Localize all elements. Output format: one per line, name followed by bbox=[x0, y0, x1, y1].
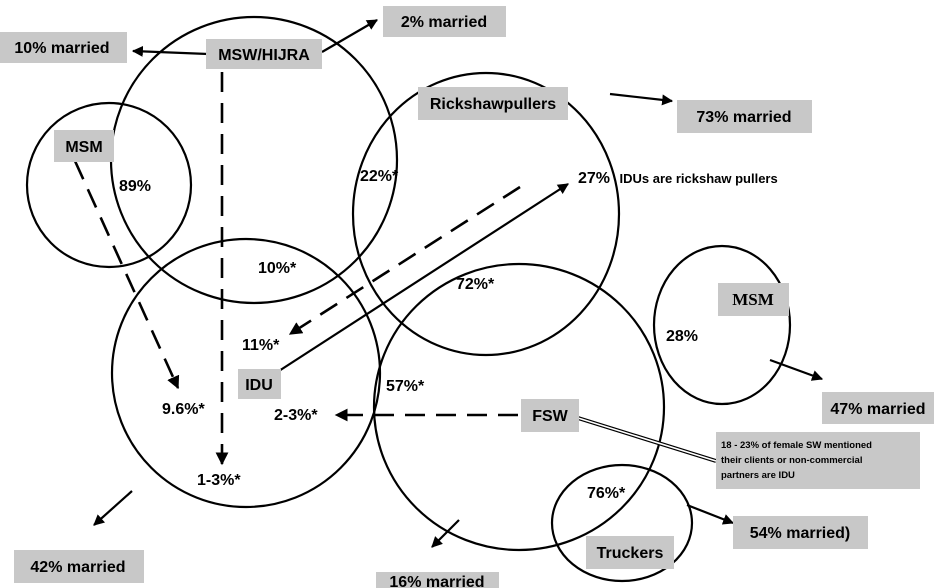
idu-to-rickshaw-note: 27% IDUs are rickshaw pullers bbox=[578, 170, 778, 187]
msm-right-label: MSM bbox=[732, 290, 774, 309]
idu-42-married-box bbox=[14, 550, 144, 583]
msw-10-married-label: 10% married bbox=[14, 40, 109, 57]
overlap-fsw-msm: 28% bbox=[666, 328, 698, 345]
msm-right-box bbox=[718, 283, 789, 316]
msm-right-circle bbox=[652, 244, 792, 406]
idu-to-rickshaw-value: 27% bbox=[578, 170, 610, 187]
arrow-msm-right-to-47-married bbox=[769, 358, 824, 381]
arrow-msw-to-2-married bbox=[321, 19, 378, 53]
idu-circle bbox=[110, 237, 382, 509]
truckers-54-married-label: 54% married) bbox=[750, 525, 851, 542]
truckers-box bbox=[586, 536, 674, 569]
dashed-arrow-msm-to-idu bbox=[73, 160, 180, 390]
msm-left-box bbox=[54, 130, 114, 162]
dashed-arrow-rickshaw-to-idu bbox=[288, 185, 521, 336]
idu-to-rickshaw-text: IDUs are rickshaw pullers bbox=[619, 171, 777, 186]
msw-to-idu-value: 1-3%* bbox=[197, 472, 241, 489]
msm-to-idu-value: 9.6%* bbox=[162, 401, 205, 418]
fsw-to-idu-value: 2-3%* bbox=[274, 407, 318, 424]
msw-10-married-box bbox=[0, 32, 127, 63]
overlap-msm-msw: 89% bbox=[119, 178, 151, 195]
arrow-msw-to-10-married bbox=[131, 45, 209, 57]
idu-42-married-label: 42% married bbox=[30, 559, 125, 576]
fsw-note-line-1: 18 - 23% of female SW mentioned bbox=[721, 440, 872, 451]
msw-2-married-box bbox=[383, 6, 506, 37]
fsw-16-married-label: 16% married bbox=[389, 574, 484, 588]
arrow-idu-to-42-married bbox=[93, 490, 133, 526]
idu-label: IDU bbox=[245, 377, 273, 394]
arrow-truckers-to-54-married bbox=[686, 503, 735, 525]
truckers-label: Truckers bbox=[597, 545, 664, 562]
arrow-rickshaw-to-73-married bbox=[609, 92, 674, 106]
arrow-fsw-to-16-married bbox=[431, 519, 460, 548]
overlap-rickshaw-fsw: 72%* bbox=[456, 276, 495, 293]
overlap-idu-fsw: 57%* bbox=[386, 378, 425, 395]
truckers-54-married-box bbox=[733, 516, 868, 549]
msm-47-married-label: 47% married bbox=[830, 401, 925, 418]
overlap-fsw-truckers: 76%* bbox=[587, 485, 626, 502]
fsw-note-line-2: their clients or non-commercial bbox=[721, 455, 862, 466]
rickshawpullers-circle bbox=[351, 71, 621, 357]
msw-hijra-box bbox=[206, 39, 322, 69]
fsw-note-box bbox=[716, 432, 920, 489]
fsw-circle bbox=[372, 262, 666, 552]
rickshaw-to-idu-value: 11%* bbox=[242, 337, 280, 354]
rickshaw-73-married-box bbox=[677, 100, 812, 133]
overlap-msw-idu: 10%* bbox=[258, 260, 297, 277]
fsw-box bbox=[521, 399, 579, 432]
msm-left-label: MSM bbox=[65, 139, 102, 156]
idu-box bbox=[238, 369, 281, 399]
rickshaw-73-married-label: 73% married bbox=[696, 109, 791, 126]
rickshawpullers-label: Rickshawpullers bbox=[430, 96, 556, 113]
fsw-label: FSW bbox=[532, 408, 568, 425]
msw-2-married-label: 2% married bbox=[401, 14, 487, 31]
truckers-circle bbox=[550, 463, 694, 583]
arrow-idu-to-27-rickshaw bbox=[264, 183, 569, 381]
fsw-16-married-box bbox=[376, 572, 499, 588]
msm-left-circle bbox=[25, 101, 193, 269]
msm-47-married-box bbox=[822, 392, 934, 424]
overlap-rickshaw-msw: 22%* bbox=[360, 168, 399, 185]
fsw-note-line-3: partners are IDU bbox=[721, 470, 795, 481]
msw-hijra-label: MSW/HIJRA bbox=[218, 47, 310, 64]
rickshawpullers-box bbox=[418, 87, 568, 120]
